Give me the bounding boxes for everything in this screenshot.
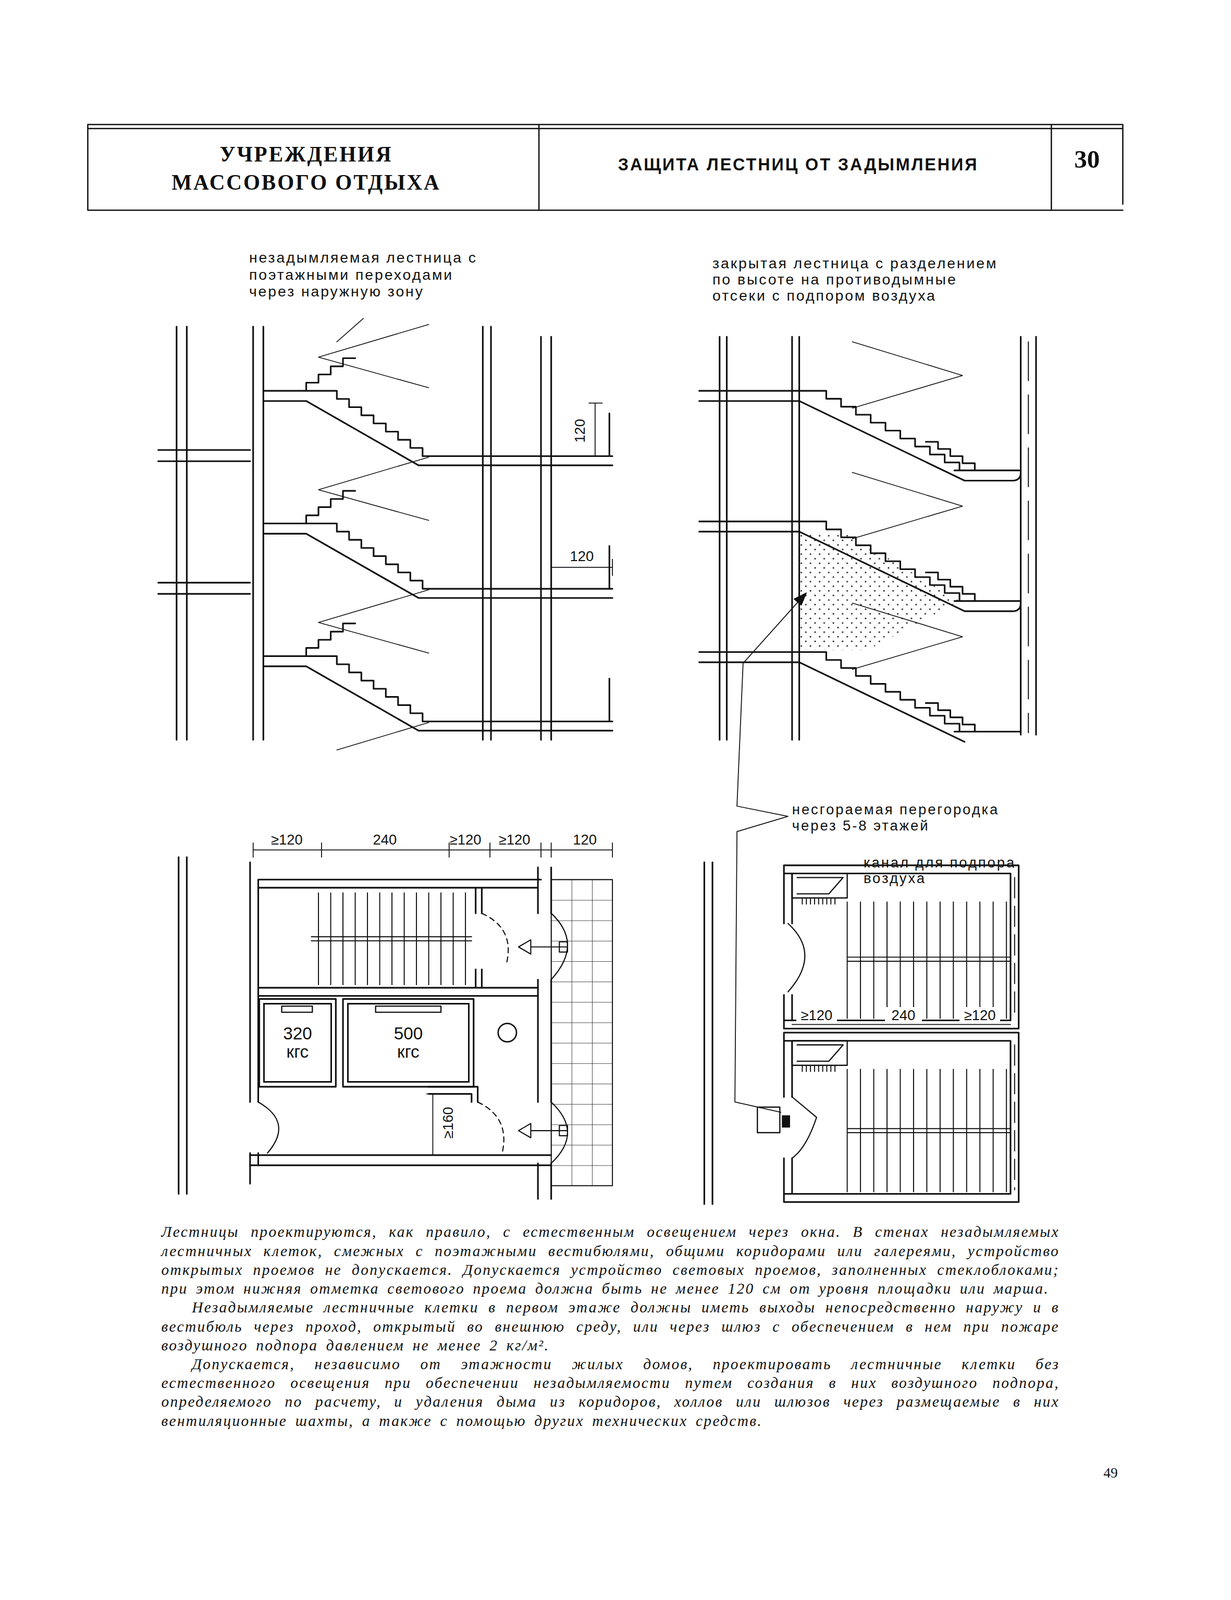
plan-pressurized-stair-line (847, 1069, 1011, 1193)
callout-label: канал для подпора воздуха (863, 855, 1038, 887)
dimension-label: 240 (884, 1007, 922, 1025)
plan-pressurized-stair-line (757, 1107, 780, 1134)
section-pressurized-stair-line (699, 652, 1021, 743)
plan-smokeproof-stair-line (178, 857, 552, 1200)
plan-smokeproof-stair-line (311, 893, 472, 986)
section-smokeproof-stair-line (551, 403, 613, 576)
plan-pressurized-stair (704, 862, 1019, 1205)
plan-pressurized-stair-line (783, 865, 1019, 1029)
plan-smokeproof-stair-line (518, 940, 532, 955)
plan-pressurized-stair-line (1014, 877, 1016, 1190)
plan-pressurized-stair-line (783, 1032, 1019, 1203)
body-paragraph: Лестницы проектируются, как правило, с е… (161, 1222, 1060, 1299)
section-pressurized-stair (699, 336, 1037, 1113)
page-title: ЗАЩИТА ЛЕСТНИЦ ОТ ЗАДЫМЛЕНИЯ (545, 155, 1052, 175)
load-capacity: 500 кгс (394, 1025, 424, 1062)
section-smokeproof-stair-line (263, 623, 613, 732)
plan-pressurized-stair-line (704, 862, 713, 1205)
plan-smokeproof-stair-line (258, 913, 568, 1164)
load-capacity: 320 кгс (282, 1025, 313, 1062)
header-frame-line (87, 124, 1123, 211)
section-pressurized-stair-line (794, 593, 807, 606)
plan-smokeproof-stair-line (250, 888, 552, 1166)
plan-pressurized-stair-line (847, 902, 1011, 1019)
dimension-label: 120 (559, 831, 611, 849)
section-smokeproof-stair (158, 318, 613, 750)
plan-smokeproof-stair-line (259, 999, 474, 1087)
dimension-label: ≥120 (959, 1007, 1001, 1025)
figure-caption: закрытая лестница с разделением по высот… (712, 255, 1009, 305)
callout-label: несгораемая перегородка через 5-8 этажей (792, 802, 1038, 834)
body-paragraph: Допускается, независимо от этажности жил… (161, 1355, 1060, 1431)
dimension-label: ≥120 (796, 1007, 837, 1025)
plan-smokeproof-stair-line (477, 913, 509, 1154)
plan-smokeproof-stair-line (253, 843, 613, 858)
plan-pressurized-stair-line (792, 1024, 1011, 1026)
section-smokeproof-stair-line (158, 326, 552, 741)
dimension-label: ≥120 (493, 831, 536, 849)
body-text: Лестницы проектируются, как правило, с е… (161, 1222, 1060, 1431)
figure-caption: незадымляемая лестница с поэтажными пере… (249, 249, 505, 301)
dimension-label: 240 (359, 831, 411, 849)
elevator-shaft: 320 кгс (263, 1003, 332, 1083)
plan-pressurized-stair-line (802, 898, 835, 1073)
dimension-label: ≥160 (439, 1106, 457, 1139)
plan-smokeproof-stair-line (518, 1123, 532, 1138)
plan-smokeproof-stair-line (426, 1094, 440, 1156)
plan-smokeproof-stair (178, 843, 613, 1200)
sheet-number: 30 (1061, 144, 1113, 175)
elevator-shaft: 500 кгс (347, 1003, 470, 1083)
dimension-label: ≥120 (444, 831, 487, 849)
plan-smokeproof-stair-line (551, 879, 613, 1187)
section-smokeproof-stair-line (318, 318, 429, 750)
section-pressurized-stair-line (719, 336, 1037, 741)
dimension-label: 120 (556, 548, 608, 565)
plan-smokeproof-stair-line (281, 1006, 442, 1013)
body-paragraph: Незадымляемые лестничные клетки в первом… (161, 1298, 1060, 1356)
plan-smokeproof-stair-line (498, 1023, 517, 1042)
dimension-label: ≥120 (261, 831, 313, 849)
section-pressurized-stair-line (1027, 341, 1029, 733)
section-pressurized-stair-line (699, 390, 1021, 481)
plan-pressurized-stair-line (781, 1115, 791, 1129)
header-frame (87, 124, 1123, 211)
section-pressurized-stair-line (799, 533, 960, 650)
dimension-label: 120 (571, 419, 589, 443)
section-smokeproof-stair-line (263, 358, 613, 466)
plan-pressurized-stair-line (792, 873, 848, 1066)
section-smokeproof-stair-line (263, 490, 613, 599)
plan-smokeproof-stair-line (522, 942, 568, 1137)
section-pressurized-stair-line (734, 595, 805, 1113)
page-number: 49 (1092, 1465, 1130, 1483)
section-heading: УЧРЕЖДЕНИЯ МАССОВОГО ОТДЫХА (153, 140, 460, 197)
plan-pressurized-stair-line (788, 923, 817, 1159)
